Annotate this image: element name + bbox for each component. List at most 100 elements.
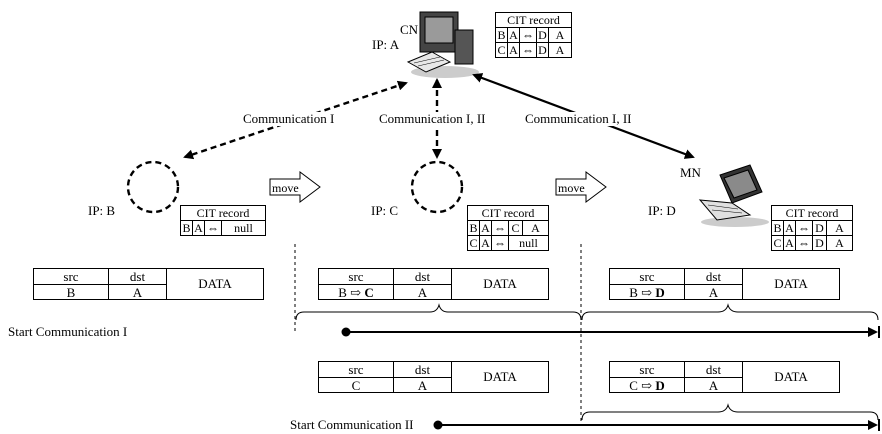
cit-cell: null: [234, 221, 253, 235]
src-header: src: [319, 269, 393, 285]
cit-cell: B: [772, 221, 784, 235]
dst-value: A: [132, 285, 143, 300]
cit-cell: ⇔: [205, 221, 222, 235]
cit-cell: ⇔: [520, 43, 537, 57]
cit-cell: D: [813, 221, 827, 235]
cit-row: C A ⇔ null: [468, 235, 548, 250]
dst-header: dst: [394, 269, 451, 285]
cit-cell: A: [555, 28, 565, 42]
cit-row: C A ⇔ D A: [772, 235, 852, 250]
communication-i-ii-label-c: Communication I, II: [379, 111, 486, 126]
cit-cell: C: [509, 221, 523, 235]
data-cell: DATA: [483, 276, 517, 291]
cit-title: CIT record: [496, 13, 571, 28]
cit-record-d: CIT record B A ⇔ D A C A ⇔ D A: [771, 205, 853, 251]
move-arrow-1: [269, 171, 321, 203]
cit-cell: ⇔: [520, 28, 537, 42]
ip-c-label: IP: C: [371, 203, 399, 218]
dst-header: dst: [685, 362, 742, 378]
mn-label: MN: [680, 165, 701, 180]
cit-cell: C: [772, 236, 784, 250]
cit-cell: A: [835, 236, 844, 250]
cit-cell: A: [480, 221, 492, 235]
cit-row: B A ⇔ D A: [772, 221, 852, 235]
data-cell: DATA: [483, 369, 517, 384]
communication-i-ii-label-d: Communication I, II: [525, 111, 632, 126]
cit-cell: C: [496, 43, 508, 57]
cit-cell: ⇔: [796, 221, 813, 235]
brace-3: [581, 403, 879, 421]
ip-b-label: IP: B: [88, 203, 116, 218]
cit-cell: ⇔: [492, 221, 509, 235]
location-c-circle: [410, 160, 464, 214]
move-arrow-2: [555, 171, 607, 203]
cit-title: CIT record: [468, 206, 548, 221]
laptop-icon: [698, 164, 769, 227]
cit-cell: A: [784, 236, 796, 250]
computer-icon: [406, 11, 479, 78]
dst-header: dst: [109, 269, 166, 285]
timeline-ii: [433, 419, 880, 431]
data-cell: DATA: [774, 369, 808, 384]
cit-row: B A ⇔ D A: [496, 28, 571, 42]
start-communication-i-label: Start Communication I: [8, 324, 128, 339]
dst-value: A: [417, 285, 428, 300]
cit-cell: A: [555, 43, 565, 57]
cn-ip-label: IP: A: [372, 37, 400, 52]
src-header: src: [610, 362, 684, 378]
move-label-1: move: [272, 181, 299, 195]
dst-header: dst: [394, 362, 451, 378]
cit-cell: null: [519, 236, 538, 250]
dst-header: dst: [685, 269, 742, 285]
cit-cell: D: [537, 43, 549, 57]
cit-cell: A: [508, 28, 520, 42]
cit-cell: B: [468, 221, 480, 235]
dst-value: A: [417, 378, 428, 393]
src-header: src: [34, 269, 108, 285]
cit-cell: B: [181, 221, 193, 235]
cit-cell: D: [813, 236, 827, 250]
cit-cell: ⇔: [492, 236, 509, 250]
timeline-i: [341, 326, 880, 338]
cit-cell: A: [508, 43, 520, 57]
cit-cell: C: [468, 236, 480, 250]
cit-record-b: CIT record B A ⇔ null: [180, 205, 266, 236]
cit-title: CIT record: [772, 206, 852, 221]
brace-1: [295, 303, 582, 321]
cit-cell: D: [537, 28, 549, 42]
cit-record-c: CIT record B A ⇔ C A C A ⇔ null: [467, 205, 549, 251]
data-cell: DATA: [774, 276, 808, 291]
cit-title: CIT record: [181, 206, 265, 221]
src-value: B: [66, 285, 76, 300]
src-value: B ⇨ C: [338, 285, 374, 300]
cit-cell: A: [193, 221, 205, 235]
data-cell: DATA: [198, 276, 232, 291]
start-communication-ii-label: Start Communication II: [290, 417, 414, 432]
location-b-circle: [126, 160, 180, 214]
cn-label: CN: [400, 22, 419, 37]
cit-row: C A ⇔ D A: [496, 42, 571, 57]
cit-row: B A ⇔ C A: [468, 221, 548, 235]
communication-i-label: Communication I: [243, 111, 335, 126]
cit-cell: ⇔: [796, 236, 813, 250]
cit-cell: A: [835, 221, 844, 235]
cit-cell: A: [784, 221, 796, 235]
communication-i-arrow: [183, 80, 408, 160]
src-value: B ⇨ D: [629, 285, 665, 300]
src-header: src: [610, 269, 684, 285]
cit-cell: B: [496, 28, 508, 42]
move-label-2: move: [558, 181, 585, 195]
cit-record-cn: CIT record B A ⇔ D A C A ⇔ D A: [495, 12, 572, 58]
brace-2: [581, 303, 879, 321]
src-value: C ⇨ D: [629, 378, 665, 393]
cit-cell: A: [480, 236, 492, 250]
dst-value: A: [708, 378, 719, 393]
dst-value: A: [708, 285, 719, 300]
mn-ip-label: IP: D: [648, 203, 676, 218]
cit-cell: A: [531, 221, 540, 235]
